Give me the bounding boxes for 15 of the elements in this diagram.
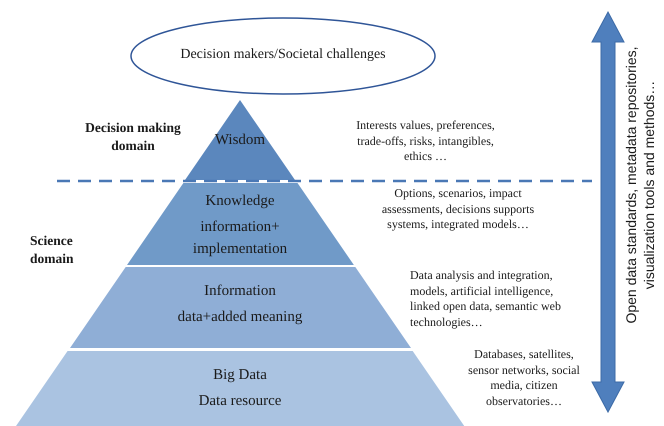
domain-label: Decision making domain <box>84 119 182 154</box>
layer-title: Knowledge <box>204 192 276 211</box>
layer-description: Interests values, preferences, trade-offs, risks, intangibles, ethics … <box>355 118 496 165</box>
layer-title: Information <box>203 282 277 301</box>
layer-description: Data analysis and integration, models, artificial intelligence, linked open data, semantic web technologies… <box>410 268 562 330</box>
node-title: Decision makers/Societal challenges <box>179 46 387 64</box>
layer-title: Wisdom <box>214 131 266 150</box>
domain-label: Science domain <box>30 232 75 268</box>
layer-description: Options, scenarios, impact assessments, decisions supports systems, integrated models… <box>380 186 536 233</box>
layer-subtitle: information+ implementation <box>192 218 288 258</box>
layer-subtitle: data+added meaning <box>176 308 304 327</box>
layer-description: Databases, satellites, sensor networks, social media, citizen observatories… <box>467 347 581 410</box>
layer-subtitle: Data resource <box>198 392 282 411</box>
arrow-label: Open data standards, metadata repositories, visualization tools and methods… <box>623 45 658 326</box>
layer-title: Big Data <box>212 366 268 385</box>
